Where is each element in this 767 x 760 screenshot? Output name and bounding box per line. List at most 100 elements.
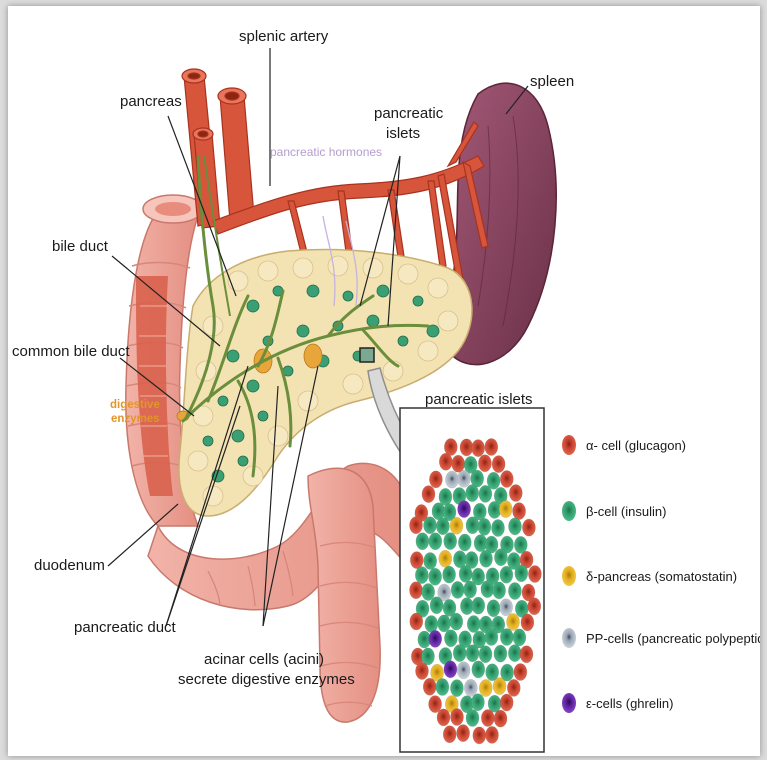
legend-alpha-cell: α- cell (glucagon) xyxy=(586,438,686,453)
alpha-cell xyxy=(500,471,513,488)
beta-cell xyxy=(422,648,435,665)
alpha-cell xyxy=(429,471,442,488)
beta-cell xyxy=(466,517,479,534)
pp-cell xyxy=(457,662,470,679)
beta-cell xyxy=(453,551,466,568)
legend-pp-cell: PP-cells (pancreatic polypeptide) xyxy=(586,631,760,646)
beta-cell xyxy=(430,597,443,614)
label-pancreas: pancreas xyxy=(120,93,182,110)
beta-cell xyxy=(415,567,428,584)
label-common-bile-duct: common bile duct xyxy=(12,343,130,360)
beta-cell xyxy=(443,566,456,583)
beta-cell xyxy=(464,581,477,598)
alpha-cell xyxy=(481,710,494,727)
beta-cell xyxy=(509,518,522,535)
beta-cell xyxy=(479,646,492,663)
alpha-cell xyxy=(443,726,456,743)
alpha-cell xyxy=(514,664,527,681)
label-pancreatic-islets-line2: islets xyxy=(386,125,420,142)
label-pancreatic-islets-line1: pancreatic xyxy=(374,105,444,122)
beta-cell xyxy=(439,488,452,505)
inset-title: pancreatic islets xyxy=(425,391,533,408)
beta-cell xyxy=(500,566,513,583)
label-acinar-cells: acinar cells (acini) xyxy=(204,651,324,668)
alpha-cell xyxy=(520,646,533,663)
alpha-cell xyxy=(429,696,442,713)
pp-cell-icon xyxy=(562,628,576,648)
alpha-cell xyxy=(457,725,470,742)
beta-cell xyxy=(494,645,507,662)
beta-cell xyxy=(459,565,472,582)
beta-cell xyxy=(425,616,438,633)
alpha-cell xyxy=(439,453,452,470)
label-digestive: digestive xyxy=(110,399,160,411)
label-secrete-digestive-enzymes: secrete digestive enzymes xyxy=(178,671,355,688)
delta-cell xyxy=(439,550,452,567)
beta-cell xyxy=(436,518,449,535)
legend-beta-cell: β-cell (insulin) xyxy=(586,504,666,519)
alpha-cell xyxy=(513,503,526,520)
beta-cell xyxy=(508,583,521,600)
beta-cell xyxy=(472,597,485,614)
epsilon-cell xyxy=(429,630,442,647)
alpha-cell-icon xyxy=(562,435,576,455)
beta-cell xyxy=(438,615,451,632)
label-splenic-artery: splenic artery xyxy=(239,28,329,45)
delta-cell xyxy=(450,517,463,534)
label-pancreatic-hormones: pancreatic hormones xyxy=(270,145,382,159)
beta-cell xyxy=(515,565,528,582)
beta-cell xyxy=(424,517,437,534)
alpha-cell xyxy=(410,613,423,630)
delta-cell xyxy=(493,678,506,695)
beta-cell xyxy=(471,694,484,711)
beta-cell xyxy=(494,549,507,566)
legend-epsilon-cell: ε-cells (ghrelin) xyxy=(586,696,673,711)
beta-cell xyxy=(422,584,435,601)
pancreas-diagram: splenic artery pancreas pancreatic hormo… xyxy=(8,6,760,756)
beta-cell xyxy=(424,553,437,570)
legend-icons xyxy=(562,435,576,713)
beta-cell xyxy=(478,518,491,535)
alpha-cell xyxy=(486,726,499,743)
beta-cell xyxy=(487,600,500,617)
pp-cell xyxy=(500,599,513,616)
delta-cell xyxy=(507,614,520,631)
beta-cell xyxy=(485,629,498,646)
alpha-cell xyxy=(509,485,522,502)
label-pancreatic-duct: pancreatic duct xyxy=(74,619,177,636)
beta-cell xyxy=(466,485,479,502)
beta-cell xyxy=(467,616,480,633)
alpha-cell xyxy=(472,440,485,457)
alpha-cell xyxy=(416,663,429,680)
beta-cell xyxy=(500,629,513,646)
diagram-frame: splenic artery pancreas pancreatic hormo… xyxy=(8,6,760,756)
delta-cell xyxy=(499,501,512,518)
alpha-cell xyxy=(451,709,464,726)
alpha-cell xyxy=(478,455,491,472)
beta-cell xyxy=(472,661,485,678)
alpha-cell xyxy=(521,614,534,631)
label-spleen: spleen xyxy=(530,73,574,90)
alpha-cell xyxy=(423,678,436,695)
alpha-cell xyxy=(452,455,465,472)
epsilon-cell xyxy=(444,661,457,678)
legend-delta-cell: δ-pancreas (somatostatin) xyxy=(586,569,737,584)
beta-cell-icon xyxy=(562,501,576,521)
alpha-cell xyxy=(410,552,423,569)
alpha-cell xyxy=(522,519,535,536)
alpha-cell xyxy=(410,582,423,599)
delta-cell-icon xyxy=(562,566,576,586)
beta-cell xyxy=(450,613,463,630)
beta-cell xyxy=(453,645,466,662)
label-bile-duct: bile duct xyxy=(52,238,109,255)
beta-cell xyxy=(479,485,492,502)
alpha-cell xyxy=(422,486,435,503)
beta-cell xyxy=(460,598,473,615)
pp-cell xyxy=(446,471,459,488)
epsilon-cell-icon xyxy=(562,693,576,713)
beta-cell xyxy=(513,629,526,646)
islet-inset xyxy=(400,408,544,752)
beta-cell xyxy=(508,645,521,662)
legend: α- cell (glucagon) β-cell (insulin) δ-pa… xyxy=(586,438,760,711)
delta-cell xyxy=(479,680,492,697)
